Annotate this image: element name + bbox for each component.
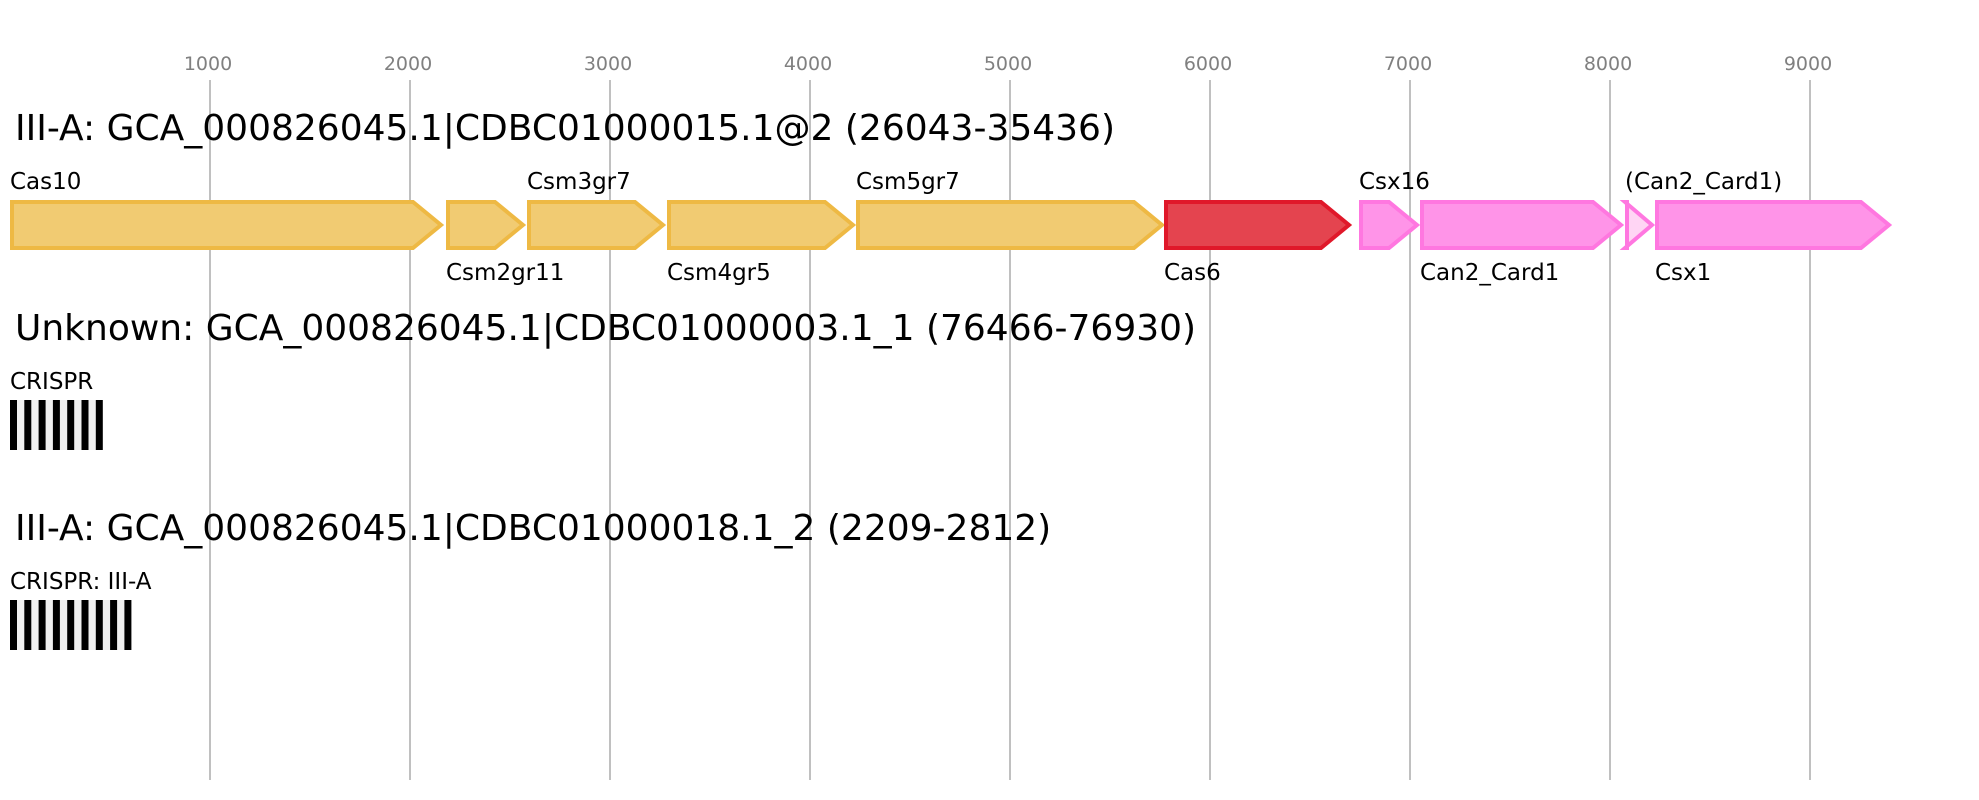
- crispr-label: CRISPR: [10, 369, 93, 395]
- crispr-repeat: [52, 400, 60, 450]
- tick-label: 7000: [1384, 53, 1432, 75]
- gene-label: Can2_Card1: [1420, 260, 1559, 286]
- gene-arrow-can2_card1[interactable]: [1619, 200, 1656, 250]
- crispr-repeat: [110, 600, 118, 650]
- crispr-repeat: [52, 600, 60, 650]
- crispr-repeat: [95, 400, 103, 450]
- gene-arrow-csm5gr7[interactable]: [856, 200, 1166, 250]
- axis-grid: 1000 2000 3000 4000 5000 6000 7000 8000 9000: [184, 53, 1832, 780]
- crispr-repeat: [124, 600, 132, 650]
- gene-label: (Can2_Card1): [1625, 169, 1782, 195]
- crispr-repeat: [24, 600, 32, 650]
- gene-label: Csm4gr5: [667, 260, 771, 286]
- tick-label: 4000: [784, 53, 832, 75]
- gene-label: Csm5gr7: [856, 169, 960, 195]
- crispr-repeat: [67, 600, 75, 650]
- tick-label: 9000: [1784, 53, 1832, 75]
- tick-label: 1000: [184, 53, 232, 75]
- crispr-array: [10, 600, 132, 650]
- gene-arrow-can2_card1[interactable]: [1420, 200, 1625, 250]
- crispr-repeat: [10, 400, 17, 450]
- track-title: Unknown: GCA_000826045.1|CDBC01000003.1_…: [15, 308, 1196, 349]
- crispr-repeat: [95, 600, 103, 650]
- crispr-label: CRISPR: III-A: [10, 569, 152, 595]
- tick-label: 2000: [384, 53, 432, 75]
- gene-label: Csm2gr11: [446, 260, 564, 286]
- gene-arrow-csm4gr5[interactable]: [667, 200, 857, 250]
- gene-arrow-csx1[interactable]: [1655, 200, 1893, 250]
- gene-arrow-cas10[interactable]: [10, 200, 445, 250]
- gene-label: Cas6: [1164, 260, 1221, 286]
- crispr-repeat: [38, 600, 46, 650]
- gene-label: Cas10: [10, 169, 81, 195]
- crispr-repeat: [81, 400, 89, 450]
- gene-label: Csm3gr7: [527, 169, 631, 195]
- crispr-repeat: [67, 400, 75, 450]
- track-title: III-A: GCA_000826045.1|CDBC01000015.1@2 …: [15, 108, 1115, 149]
- gene-arrow-csx16[interactable]: [1359, 200, 1421, 250]
- gene-arrow-csm2gr11[interactable]: [446, 200, 527, 250]
- tick-label: 5000: [984, 53, 1032, 75]
- gene-arrow-cas6[interactable]: [1164, 200, 1353, 250]
- track-title: III-A: GCA_000826045.1|CDBC01000018.1_2 …: [15, 508, 1051, 549]
- tick-label: 8000: [1584, 53, 1632, 75]
- crispr-repeat: [24, 400, 32, 450]
- crispr-repeat: [38, 400, 46, 450]
- crispr-repeat: [10, 600, 17, 650]
- tick-label: 3000: [584, 53, 632, 75]
- tick-label: 6000: [1184, 53, 1232, 75]
- gene-label: Csx1: [1655, 260, 1711, 286]
- gene-arrow-csm3gr7[interactable]: [527, 200, 667, 250]
- crispr-array: [10, 400, 103, 450]
- crispr-repeat: [81, 600, 89, 650]
- gene-label: Csx16: [1359, 169, 1430, 195]
